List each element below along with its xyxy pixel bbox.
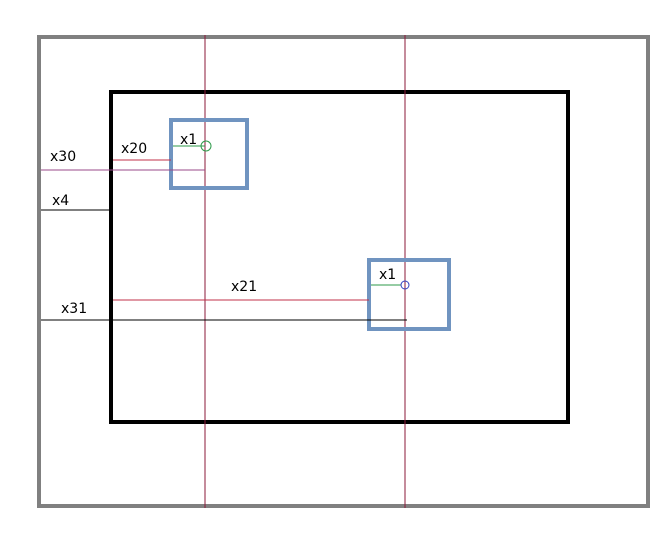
label-x4: x4	[52, 193, 69, 209]
inner-frame	[109, 90, 570, 424]
small-box-bottom	[367, 258, 451, 331]
anchor-circle-bottom	[400, 280, 410, 290]
label-x20: x20	[121, 141, 147, 157]
label-x30: x30	[50, 149, 76, 165]
small-box-top	[169, 118, 249, 190]
label-x21: x21	[231, 279, 257, 295]
anchor-circle-top	[200, 140, 212, 152]
label-x1-top: x1	[180, 132, 197, 148]
outer-frame	[37, 35, 650, 508]
label-x31: x31	[61, 301, 87, 317]
label-x1-bottom: x1	[379, 267, 396, 283]
